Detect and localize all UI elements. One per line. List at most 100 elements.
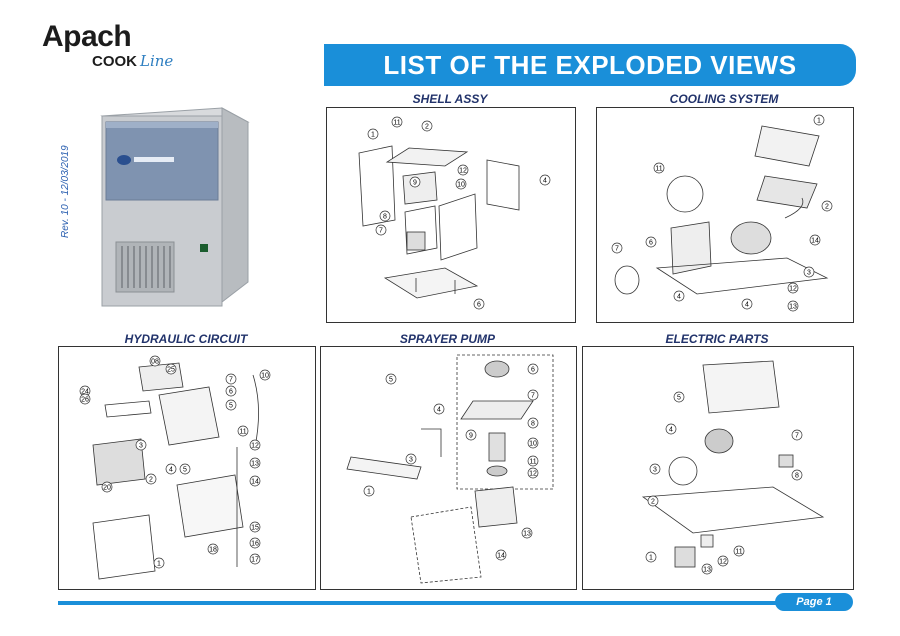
callout-label: 6 <box>477 301 481 308</box>
callout-label: 1 <box>157 560 161 567</box>
callout-label: 1 <box>817 117 821 124</box>
callout-sprayer-3: 7 <box>527 389 539 401</box>
callout-hydraulic-3: 26 <box>79 393 91 405</box>
callout-shell-5: 10 <box>455 178 467 190</box>
callout-cooling-10: 13 <box>787 300 799 312</box>
callout-label: 13 <box>523 530 531 537</box>
callout-shell-9: 6 <box>473 298 485 310</box>
callout-hydraulic-19: 17 <box>249 553 261 565</box>
callout-label: 13 <box>703 566 711 573</box>
callout-label: 8 <box>383 213 387 220</box>
callout-label: 6 <box>531 366 535 373</box>
callout-electric-7: 11 <box>733 545 745 557</box>
callout-label: 3 <box>653 466 657 473</box>
callout-shell-7: 8 <box>379 210 391 222</box>
callout-label: 8 <box>795 472 799 479</box>
callout-label: 25 <box>167 366 175 373</box>
callout-hydraulic-8: 11 <box>237 425 249 437</box>
section-title-sprayer-pump: SPRAYER PUMP <box>399 332 496 346</box>
callout-hydraulic-10: 2 <box>145 473 157 485</box>
callout-cooling-9: 4 <box>741 298 753 310</box>
callout-label: 2 <box>149 476 153 483</box>
callout-label: 26 <box>81 396 89 403</box>
callout-label: 3 <box>807 269 811 276</box>
callout-label: 3 <box>139 442 143 449</box>
callout-label: 11 <box>735 548 742 555</box>
callout-cooling-8: 4 <box>673 290 685 302</box>
callout-label: 14 <box>811 237 819 244</box>
ice-machine-illustration <box>100 107 250 307</box>
callout-hydraulic-13: 20 <box>101 481 113 493</box>
callout-label: 13 <box>789 303 797 310</box>
page-number-badge: Page 1 <box>775 593 853 611</box>
callout-label: 8 <box>531 420 535 427</box>
callout-label: 5 <box>229 402 233 409</box>
callout-hydraulic-7: 10 <box>259 369 271 381</box>
callout-label: 24 <box>81 388 89 395</box>
callout-label: 10 <box>261 372 269 379</box>
callout-shell-1: 11 <box>391 116 403 128</box>
callout-electric-9: 13 <box>701 563 713 575</box>
callout-label: 4 <box>437 406 441 413</box>
callout-hydraulic-4: 7 <box>225 373 237 385</box>
callout-hydraulic-11: 4 <box>165 463 177 475</box>
callout-electric-6: 1 <box>645 551 657 563</box>
callout-label: 7 <box>615 245 619 252</box>
brand-sub-accent: Line <box>140 52 174 70</box>
callout-cooling-2: 2 <box>821 200 833 212</box>
callout-cooling-3: 14 <box>809 234 821 246</box>
revision-label: Rev. 10 - 12/03/2019 <box>60 145 71 238</box>
callout-sprayer-11: 13 <box>521 527 533 539</box>
callout-shell-3: 9 <box>409 176 421 188</box>
callout-electric-0: 5 <box>673 391 685 403</box>
callout-label: 10 <box>457 181 465 188</box>
section-title-electric-parts: ELECTRIC PARTS <box>665 332 769 346</box>
page-title: LIST OF THE EXPLODED VIEWS <box>383 49 797 80</box>
callout-label: 15 <box>251 524 259 531</box>
callout-cooling-4: 7 <box>611 242 623 254</box>
page-number: Page 1 <box>796 596 832 608</box>
callout-sprayer-4: 8 <box>527 417 539 429</box>
brand-name: Apach <box>42 20 132 53</box>
callout-label: 6 <box>229 388 233 395</box>
callout-hydraulic-14: 12 <box>249 439 261 451</box>
callout-shell-4: 12 <box>457 164 469 176</box>
callout-label: 17 <box>251 556 259 563</box>
callout-sprayer-7: 11 <box>527 455 539 467</box>
callout-label: 11 <box>393 119 400 126</box>
callout-label: 5 <box>183 466 187 473</box>
callout-label: 12 <box>529 470 537 477</box>
callout-label: 9 <box>469 432 473 439</box>
callout-label: 1 <box>367 488 371 495</box>
callout-label: 18 <box>209 546 217 553</box>
section-title-hydraulic-circuit: HYDRAULIC CIRCUIT <box>124 332 248 346</box>
callout-label: 12 <box>459 167 467 174</box>
callout-electric-4: 8 <box>791 469 803 481</box>
callout-sprayer-1: 6 <box>527 363 539 375</box>
callout-label: 11 <box>239 428 246 435</box>
callout-cooling-0: 1 <box>813 114 825 126</box>
callout-label: 7 <box>229 376 233 383</box>
callout-sprayer-12: 14 <box>495 549 507 561</box>
callout-label: 4 <box>677 293 681 300</box>
callout-label: 12 <box>789 285 797 292</box>
callout-shell-8: 7 <box>375 224 387 236</box>
callout-label: 13 <box>251 460 259 467</box>
callout-hydraulic-9: 3 <box>135 439 147 451</box>
callout-label: 4 <box>543 177 547 184</box>
callout-label: 2 <box>651 498 655 505</box>
callout-hydraulic-1: 25 <box>165 363 177 375</box>
callout-label: 14 <box>251 478 259 485</box>
callout-hydraulic-15: 13 <box>249 457 261 469</box>
callout-hydraulic-6: 5 <box>225 399 237 411</box>
